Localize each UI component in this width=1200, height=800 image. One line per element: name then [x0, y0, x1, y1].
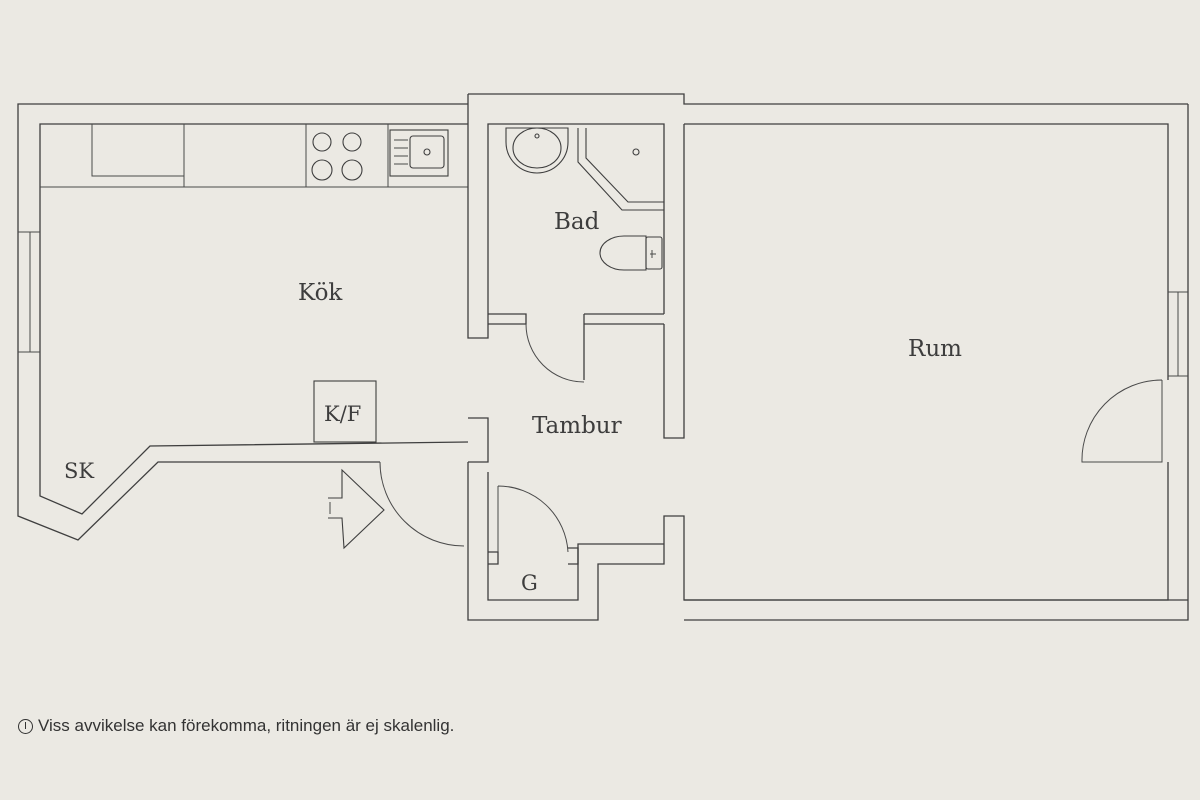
kitchen-sink-icon — [389, 129, 449, 177]
bathroom-label: Bad — [554, 209, 600, 235]
kitchen-walls — [17, 103, 469, 541]
bathroom-walls — [467, 93, 1188, 439]
vestibule-walls — [467, 417, 1188, 621]
fridge-freezer-box — [313, 380, 377, 443]
disclaimer: Viss avvikelse kan förekomma, ritningen … — [18, 716, 454, 736]
room-door-swing — [1081, 379, 1163, 463]
wardrobe-label: G — [521, 571, 538, 595]
entrance-door-swing — [379, 461, 465, 547]
bathroom-door-swing — [525, 323, 585, 383]
room-walls — [684, 104, 1189, 621]
shower-icon — [577, 128, 664, 211]
vestibule-label: Tambur — [532, 413, 622, 439]
toilet-icon — [599, 235, 663, 271]
kitchen-label: Kök — [298, 280, 343, 306]
closet-label: SK — [64, 459, 94, 483]
entrance-arrow-icon — [328, 468, 385, 550]
wardrobe-door-swing — [497, 485, 569, 553]
stove-icon — [311, 132, 363, 181]
washbasin-icon — [505, 127, 569, 174]
disclaimer-text: Viss avvikelse kan förekomma, ritningen … — [38, 716, 455, 735]
room-label: Rum — [908, 336, 962, 362]
fridge-freezer-label: K/F — [324, 402, 361, 426]
info-icon — [18, 718, 33, 734]
